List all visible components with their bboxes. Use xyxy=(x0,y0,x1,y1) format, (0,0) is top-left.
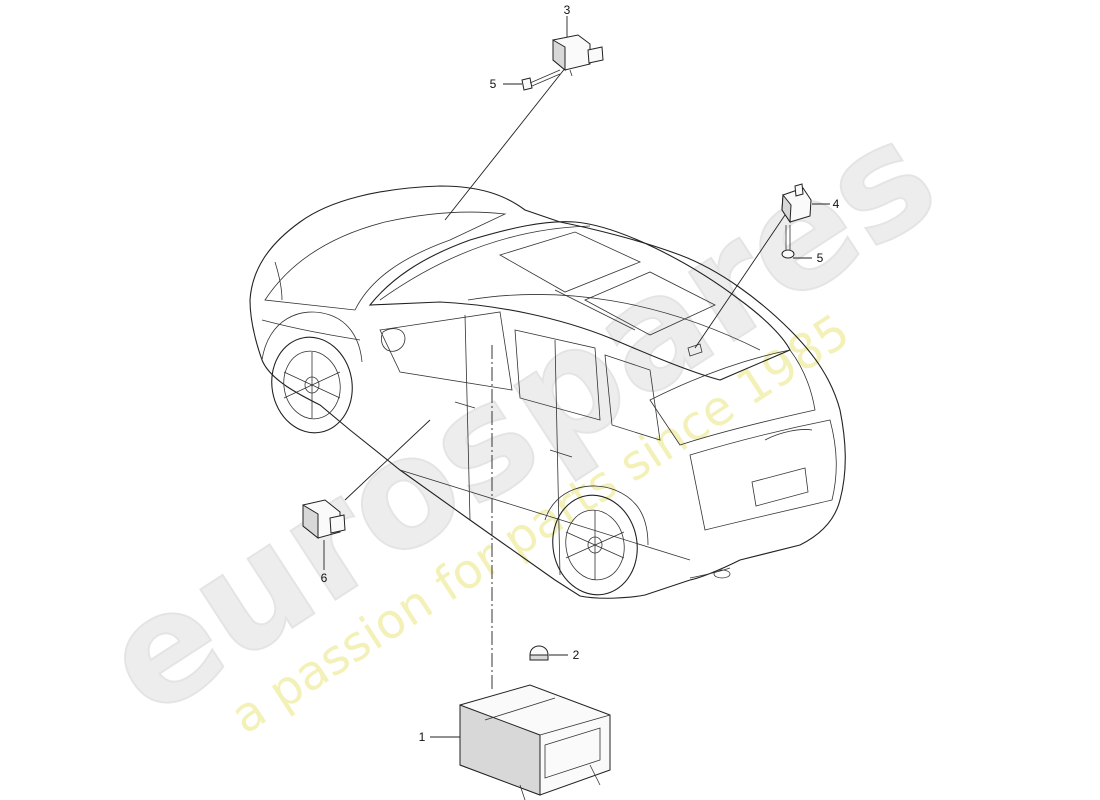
callout-label-4: 4 xyxy=(833,197,840,211)
callout-label-1: 1 xyxy=(419,730,426,744)
watermark-brand: eurospares xyxy=(75,88,965,750)
vehicle-illustration xyxy=(249,185,846,599)
airbag-control-unit-1 xyxy=(459,684,611,800)
callout-label-3: 3 xyxy=(564,3,571,17)
bolt-5-right xyxy=(781,225,795,259)
callout-label-6: 6 xyxy=(321,571,328,585)
crash-sensor-3 xyxy=(552,34,604,77)
callout-labels: 3 5 4 5 6 2 1 xyxy=(321,3,840,744)
watermark: eurospares a passion for parts since 198… xyxy=(74,87,966,751)
callout-label-5-right: 5 xyxy=(817,251,824,265)
bolt-5-top xyxy=(521,69,561,91)
leader-lines xyxy=(323,16,830,738)
cap-2 xyxy=(529,645,549,661)
callout-label-2: 2 xyxy=(573,648,580,662)
callout-label-5-top: 5 xyxy=(490,77,497,91)
crash-sensor-6 xyxy=(302,499,346,540)
crash-sensor-4 xyxy=(781,183,812,224)
